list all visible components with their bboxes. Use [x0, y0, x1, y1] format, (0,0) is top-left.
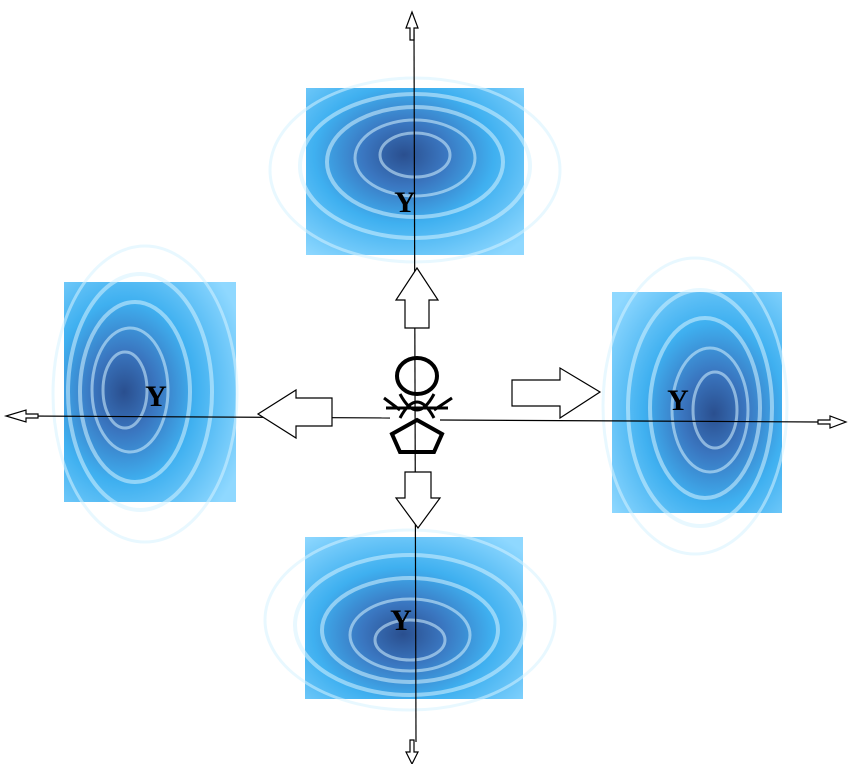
center-circle-icon	[397, 358, 437, 394]
axis-arrow-up-icon	[406, 12, 418, 40]
center-symbol	[384, 358, 452, 452]
whirlpool-panel-left: Y	[53, 246, 237, 542]
block-arrow-right-icon	[512, 368, 600, 418]
whirlpool-label-top: Y	[394, 186, 416, 219]
block-arrow-left-icon	[258, 390, 332, 438]
block-arrow-up-icon	[396, 268, 438, 328]
center-pentagon-icon	[392, 420, 442, 452]
axis-arrow-left-icon	[6, 410, 38, 422]
whirlpool-panel-bottom: Y	[265, 530, 555, 710]
block-arrow-down-icon	[396, 472, 440, 528]
whirlpool-label-right: Y	[667, 384, 689, 417]
whirlpool-label-left: Y	[145, 380, 167, 413]
center-crossed-loop-icon	[384, 394, 452, 418]
whirlpool-panel-right: Y	[603, 258, 787, 554]
axis-arrow-down-icon	[406, 740, 418, 764]
axis-arrow-right-icon	[818, 416, 846, 428]
whirlpool-label-bottom: Y	[390, 604, 412, 637]
